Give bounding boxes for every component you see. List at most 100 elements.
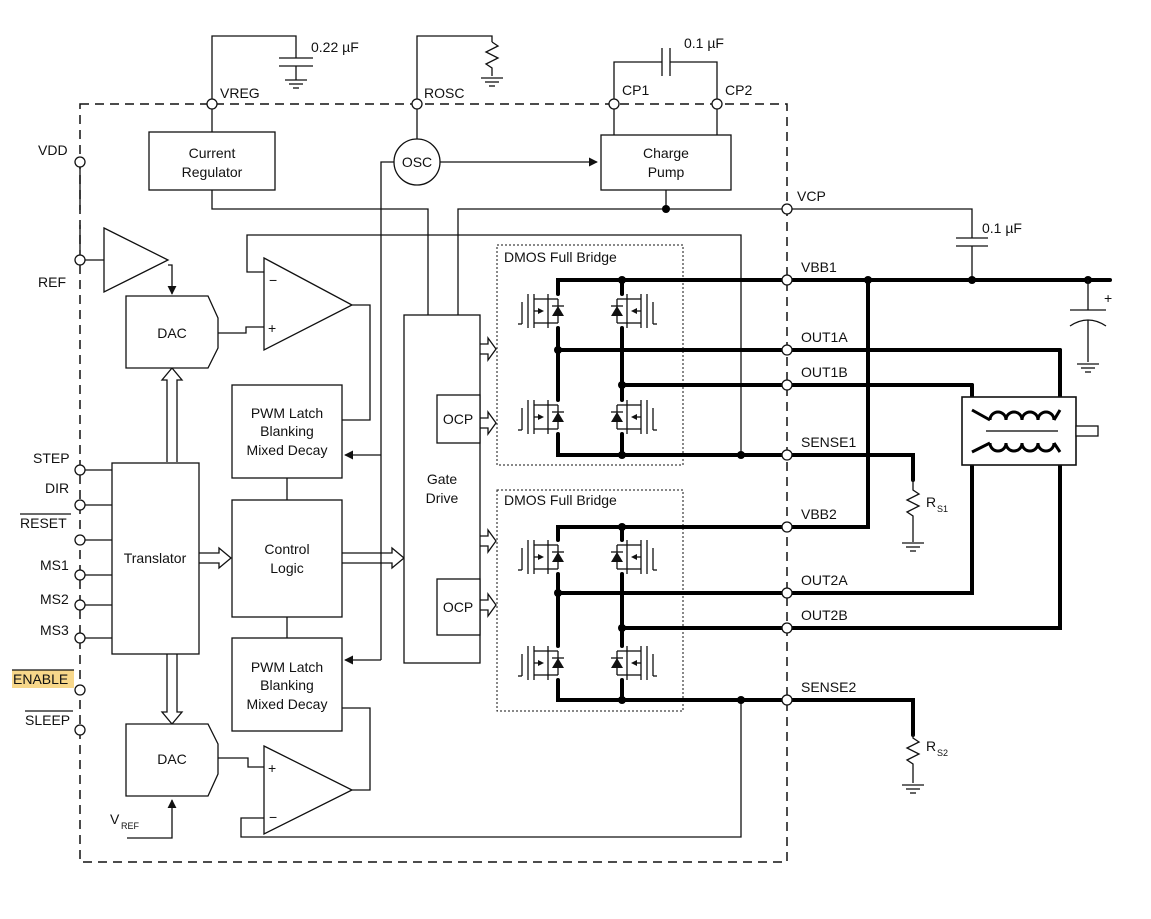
dir-pin <box>74 499 86 511</box>
enable-pin <box>74 684 86 696</box>
vdd-label: VDD <box>38 142 68 158</box>
dac-top-block: DAC <box>125 295 219 369</box>
vref-subscript: REF <box>121 821 140 831</box>
pwm-top-line3: Mixed Decay <box>247 442 328 458</box>
comparator-top-plus: + <box>268 320 276 336</box>
sense1-label: SENSE1 <box>801 434 856 450</box>
charge-pump-line2: Pump <box>648 164 685 180</box>
ocp-top-block: OCP <box>436 394 481 444</box>
ref-label: REF <box>38 274 66 290</box>
cp2-label: CP2 <box>725 82 752 98</box>
gate-drive-line2: Drive <box>426 490 459 506</box>
vref-label: V <box>110 811 120 827</box>
ic-boundary <box>79 103 788 863</box>
bus-translator-to-control <box>199 546 233 570</box>
vreg-pin <box>206 98 218 110</box>
vbb1-label: VBB1 <box>801 259 837 275</box>
control-logic-line2: Logic <box>270 560 303 576</box>
vbb2-pin <box>781 521 793 533</box>
enable-highlight <box>12 670 74 688</box>
dac-bottom-block: DAC <box>125 723 219 797</box>
ms2-pin <box>74 599 86 611</box>
rosc-pin <box>411 98 423 110</box>
gate-drive-line1: Gate <box>427 471 458 487</box>
vcp-label: VCP <box>797 188 826 204</box>
sense2-pin <box>781 694 793 706</box>
bulk-cap-plus: + <box>1104 290 1112 306</box>
out2b-pin <box>781 622 793 634</box>
pwm-latch-bottom-block: PWM Latch Blanking Mixed Decay <box>231 637 343 732</box>
rs2-subscript: S2 <box>937 748 948 758</box>
sense-resistor-1: R S1 <box>901 480 948 552</box>
out2a-pin <box>781 587 793 599</box>
comparator-bottom: + − <box>263 744 354 836</box>
sleep-pin <box>74 724 86 736</box>
reset-pin <box>74 534 86 546</box>
sense1-pin <box>781 449 793 461</box>
pwm-top-line1: PWM Latch <box>251 405 323 421</box>
ref-buffer <box>103 226 170 294</box>
sleep-label: SLEEP <box>25 712 70 728</box>
bridge-bottom-label: DMOS Full Bridge <box>504 492 617 508</box>
rs1-label: R <box>926 494 936 510</box>
vcp-pin <box>781 203 793 215</box>
dac-bottom-label: DAC <box>157 751 187 767</box>
ms2-label: MS2 <box>40 591 69 607</box>
rs2-label: R <box>926 738 936 754</box>
comparator-bottom-minus: − <box>269 809 277 825</box>
bridge-top-label: DMOS Full Bridge <box>504 249 617 265</box>
control-logic-line1: Control <box>264 541 309 557</box>
vreg-cap-label: 0.22 µF <box>311 39 359 55</box>
current-regulator-block: Current Regulator <box>148 131 276 191</box>
out1a-pin <box>781 344 793 356</box>
pwm-bottom-line2: Blanking <box>260 677 314 693</box>
cp2-pin <box>711 98 723 110</box>
cp1-label: CP1 <box>622 82 649 98</box>
rosc-label: ROSC <box>424 85 464 101</box>
dir-label: DIR <box>45 480 69 496</box>
out1b-pin <box>781 379 793 391</box>
bus-translator-to-dac-top <box>160 366 184 462</box>
ms3-pin <box>74 632 86 644</box>
sense-resistor-2: R S2 <box>901 735 948 794</box>
bus-translator-to-dac-bottom <box>160 654 184 726</box>
ms3-label: MS3 <box>40 622 69 638</box>
dac-top-label: DAC <box>157 325 187 341</box>
sense2-label: SENSE2 <box>801 679 856 695</box>
ref-pin <box>74 254 86 266</box>
vcp-junction <box>662 205 670 213</box>
ms1-label: MS1 <box>40 557 69 573</box>
pwm-bottom-line3: Mixed Decay <box>247 696 328 712</box>
out2b-label: OUT2B <box>801 607 848 623</box>
osc-label: OSC <box>402 154 432 170</box>
pwm-latch-top-block: PWM Latch Blanking Mixed Decay <box>231 384 343 479</box>
pwm-bottom-line1: PWM Latch <box>251 659 323 675</box>
rosc-resistor <box>416 35 504 104</box>
vreg-label: VREG <box>220 85 260 101</box>
dmos-bridge-bottom: DMOS Full Bridge <box>496 489 684 712</box>
comparator-bottom-plus: + <box>268 760 276 776</box>
translator-block: Translator <box>111 462 200 655</box>
reset-label: RESET <box>20 515 67 531</box>
translator-label: Translator <box>124 550 187 566</box>
vdd-pin <box>74 156 86 168</box>
bulk-capacitor: + <box>1069 280 1112 373</box>
osc-block: OSC <box>393 138 441 186</box>
control-logic-block: Control Logic <box>231 499 343 618</box>
rs1-subscript: S1 <box>937 504 948 514</box>
ocp-bottom-block: OCP <box>436 578 481 636</box>
pwm-top-line2: Blanking <box>260 423 314 439</box>
current-regulator-line1: Current <box>189 145 236 161</box>
out1b-label: OUT1B <box>801 364 848 380</box>
current-regulator-line2: Regulator <box>182 164 243 180</box>
charge-pump-line1: Charge <box>643 145 689 161</box>
comparator-top-minus: − <box>269 272 277 288</box>
out1a-label: OUT1A <box>801 329 848 345</box>
vreg-capacitor: 0.22 µF <box>211 35 359 104</box>
comparator-top: − + <box>263 256 354 352</box>
enable-label: ENABLE <box>13 671 68 687</box>
step-pin <box>74 464 86 476</box>
ocp-bottom-label: OCP <box>443 599 473 615</box>
cp-cap-label: 0.1 µF <box>684 35 724 51</box>
